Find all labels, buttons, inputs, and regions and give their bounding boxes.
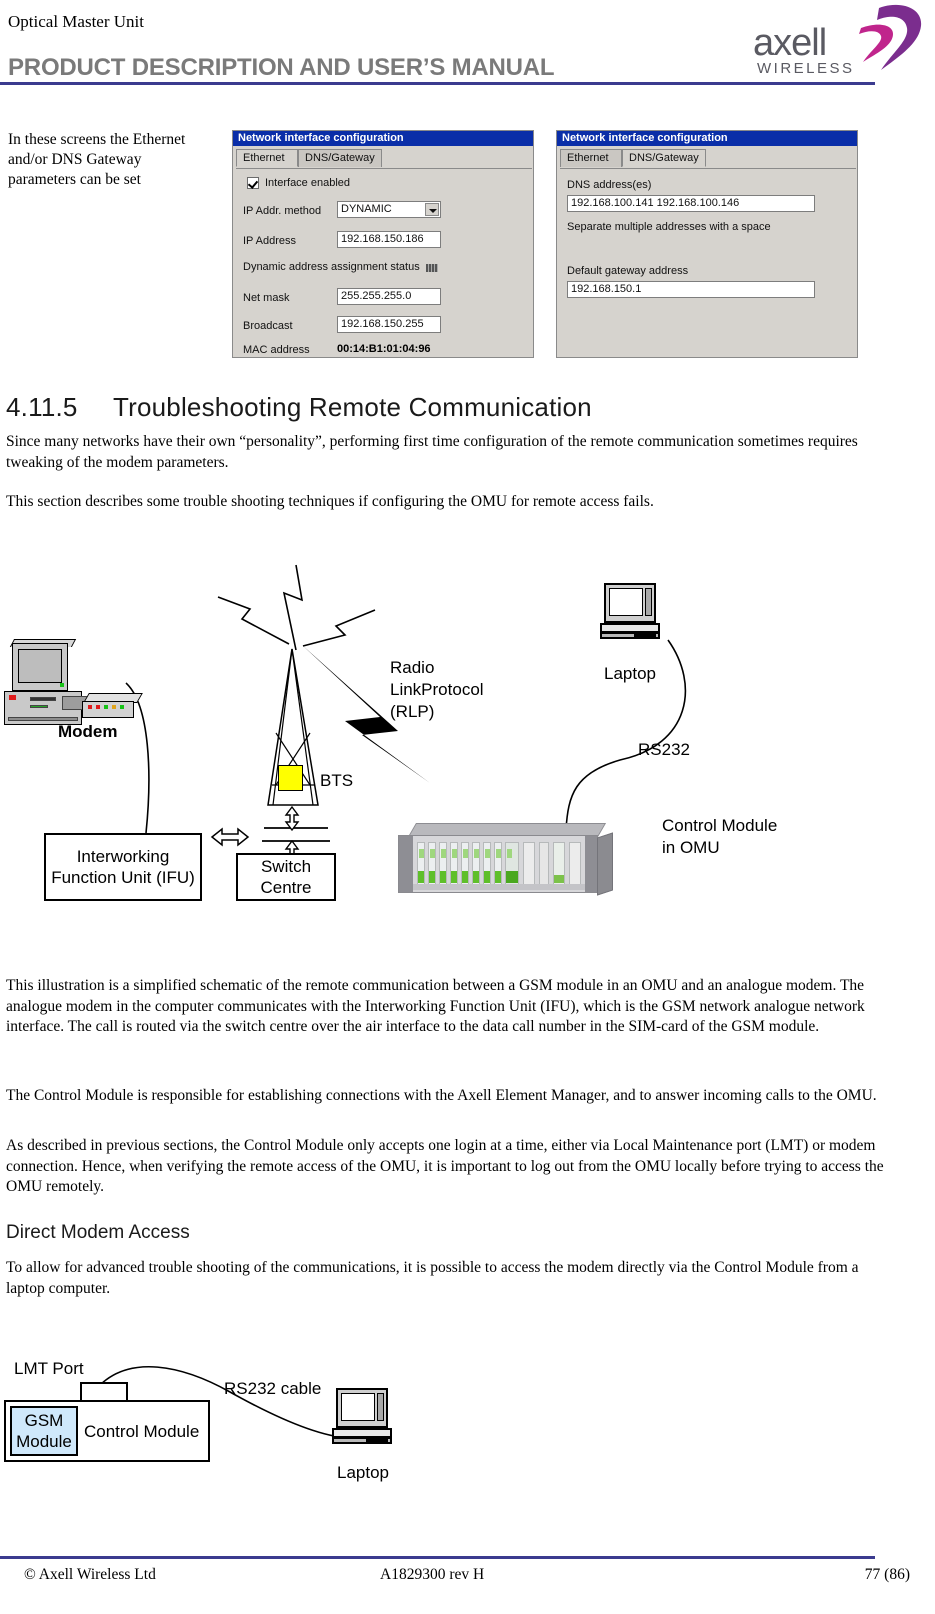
computer-modem-icon bbox=[4, 639, 144, 731]
interface-enabled-label: Interface enabled bbox=[265, 177, 351, 189]
laptop-label: Laptop bbox=[604, 664, 656, 683]
body-paragraph-1: This illustration is a simplified schema… bbox=[6, 977, 865, 1035]
laptop-icon bbox=[600, 583, 666, 643]
chevron-down-icon[interactable] bbox=[425, 203, 439, 216]
default-gateway-label: Default gateway address bbox=[567, 265, 689, 277]
laptop-label: Laptop bbox=[337, 1463, 389, 1482]
dialog-tabstrip[interactable]: Ethernet DNS/Gateway bbox=[236, 149, 532, 169]
broadcast-input[interactable]: 192.168.150.255 bbox=[337, 316, 441, 333]
dns-hint-text: Separate multiple addresses with a space bbox=[567, 221, 771, 233]
laptop-icon bbox=[332, 1388, 398, 1448]
ip-address-input[interactable]: 192.168.150.186 bbox=[337, 231, 441, 248]
control-module-label: Control Module bbox=[84, 1421, 200, 1441]
footer-document-id: A1829300 rev H bbox=[380, 1566, 485, 1583]
dynamic-address-status-label: Dynamic address assignment status bbox=[243, 261, 420, 273]
network-interface-configuration-dialog-ethernet[interactable]: Network interface configuration Ethernet… bbox=[232, 130, 534, 358]
ip-addr-method-label: IP Addr. method bbox=[243, 205, 322, 217]
omu-chassis-image bbox=[398, 823, 613, 896]
broadcast-label: Broadcast bbox=[243, 320, 293, 332]
switch-centre-box: Switch Centre bbox=[236, 853, 336, 901]
tab-dns-gateway[interactable]: DNS/Gateway bbox=[622, 149, 706, 167]
ip-addr-method-select[interactable]: DYNAMIC bbox=[337, 201, 441, 218]
dns-address-input[interactable]: 192.168.100.141 192.168.100.146 bbox=[567, 195, 815, 212]
footer-rule bbox=[0, 1556, 875, 1559]
subsection-title: Direct Modem Access bbox=[6, 1222, 190, 1243]
control-module-in-omu-label: Control Module in OMU bbox=[662, 816, 778, 857]
bts-label: BTS bbox=[320, 771, 354, 790]
rs232-label: RS232 bbox=[638, 740, 690, 759]
logo-swoosh-icon bbox=[859, 4, 922, 70]
tab-dns-gateway[interactable]: DNS/Gateway bbox=[298, 149, 382, 167]
bts-indicator bbox=[278, 765, 303, 791]
logo-wordmark: axell bbox=[753, 22, 827, 64]
default-gateway-input[interactable]: 192.168.150.1 bbox=[567, 281, 815, 298]
network-interface-configuration-dialog-dns[interactable]: Network interface configuration Ethernet… bbox=[556, 130, 858, 358]
logo-subtext: WIRELESS bbox=[757, 60, 855, 77]
radio-link-protocol-label: Radio LinkProtocol (RLP) bbox=[390, 658, 484, 721]
intro-caption: In these screens the Ethernet and/or DNS… bbox=[8, 131, 186, 188]
mac-address-label: MAC address bbox=[243, 344, 310, 356]
dns-address-label: DNS address(es) bbox=[567, 179, 652, 191]
interface-enabled-checkbox[interactable] bbox=[247, 177, 259, 189]
section-paragraph-2: This section describes some trouble shoo… bbox=[6, 493, 654, 510]
subsection-paragraph: To allow for advanced trouble shooting o… bbox=[6, 1259, 859, 1297]
ip-addr-method-value: DYNAMIC bbox=[341, 203, 392, 215]
tab-ethernet[interactable]: Ethernet bbox=[236, 149, 298, 167]
section-title: Troubleshooting Remote Communication bbox=[113, 392, 592, 422]
body-paragraph-3: As described in previous sections, the C… bbox=[6, 1137, 884, 1195]
remote-communication-diagram: Modem Interworking Function Unit (IFU) S… bbox=[0, 545, 935, 935]
section-number: 4.11.5 bbox=[6, 392, 78, 422]
header-rule bbox=[0, 82, 875, 85]
modem-label: Modem bbox=[58, 722, 118, 741]
direct-modem-access-diagram: LMT Port Control Module GSM Module RS232… bbox=[0, 1340, 500, 1520]
rs232-cable-label: RS232 cable bbox=[224, 1379, 322, 1398]
dialog-titlebar: Network interface configuration bbox=[557, 131, 857, 146]
body-paragraph-2: The Control Module is responsible for es… bbox=[6, 1087, 877, 1104]
mac-address-value: 00:14:B1:01:04:96 bbox=[337, 343, 431, 355]
footer-page-number: 77 (86) bbox=[864, 1566, 910, 1583]
header-subtitle: PRODUCT DESCRIPTION AND USER’S MANUAL bbox=[8, 54, 555, 81]
header-title: Optical Master Unit bbox=[8, 12, 144, 31]
lmt-port-label: LMT Port bbox=[14, 1359, 84, 1378]
tab-ethernet[interactable]: Ethernet bbox=[560, 149, 622, 167]
diagram-connectors bbox=[99, 1366, 349, 1439]
axell-wireless-logo: axell WIRELESS bbox=[735, 2, 930, 82]
gsm-module-box: GSM Module bbox=[10, 1406, 78, 1456]
ifu-box: Interworking Function Unit (IFU) bbox=[44, 833, 202, 901]
section-paragraph-1: Since many networks have their own “pers… bbox=[6, 433, 858, 471]
lmt-port-connector bbox=[80, 1382, 128, 1400]
dialog-titlebar: Network interface configuration bbox=[233, 131, 533, 146]
footer-copyright: © Axell Wireless Ltd bbox=[24, 1566, 156, 1583]
net-mask-label: Net mask bbox=[243, 292, 290, 304]
net-mask-input[interactable]: 255.255.255.0 bbox=[337, 288, 441, 305]
dialog-tabstrip[interactable]: Ethernet DNS/Gateway bbox=[560, 149, 856, 169]
dynamic-address-status-indicator bbox=[426, 264, 438, 272]
ip-address-label: IP Address bbox=[243, 235, 296, 247]
